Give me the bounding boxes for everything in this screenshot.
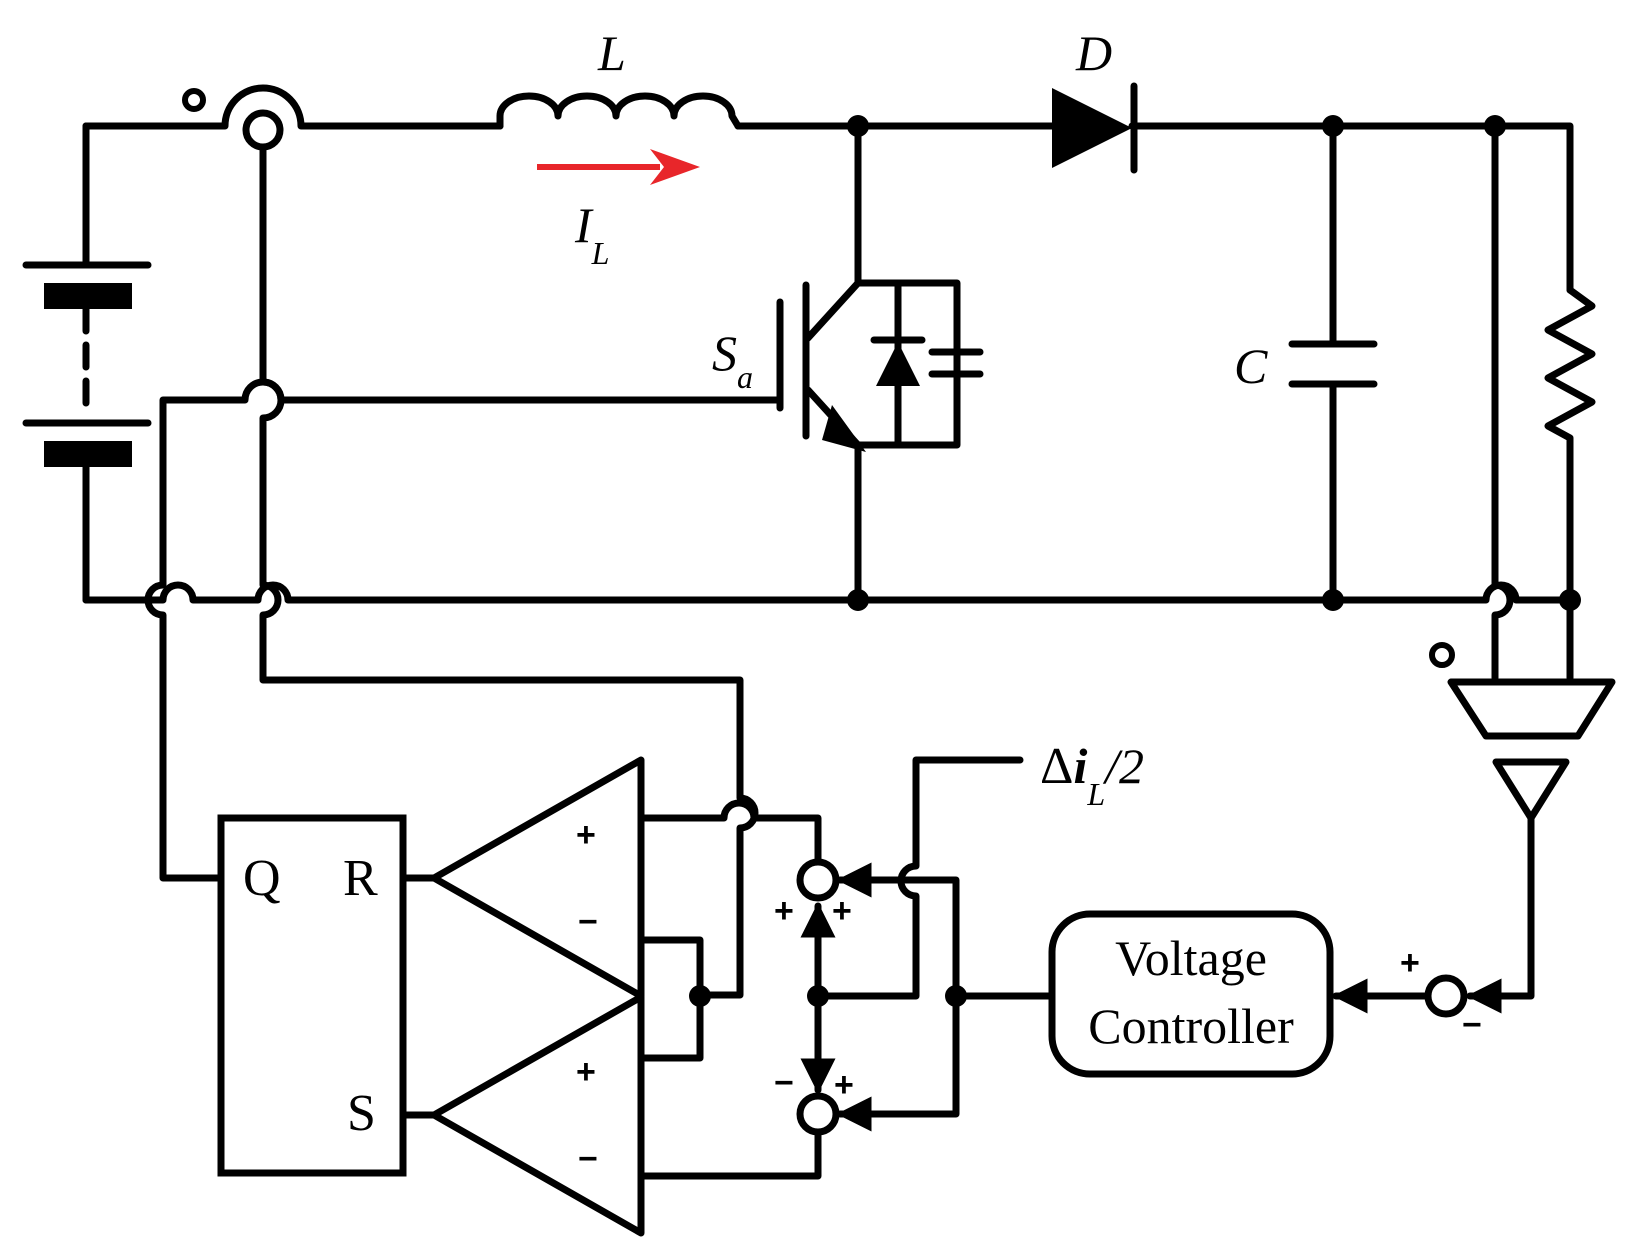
flipflop-q-label: Q	[243, 850, 281, 907]
sum-bottom-plus: +	[834, 1066, 854, 1104]
comparator-top-plus: +	[576, 816, 596, 854]
top-rail-right	[1128, 122, 1574, 294]
sr-flip-flop	[217, 814, 407, 1177]
sum-top-plus-right: +	[832, 892, 852, 930]
delta-il-half-label: ΔiL/2	[1040, 738, 1144, 812]
capacitor-label: C	[1234, 338, 1268, 394]
voltage-controller-block	[1048, 910, 1334, 1078]
controller-line2: Controller	[1088, 998, 1294, 1054]
inductor-coil-icon	[496, 92, 742, 130]
top-rail-left	[82, 84, 504, 130]
voltage-error-junction	[1424, 974, 1468, 1018]
summing-junction-icon	[796, 858, 840, 1136]
control-stage: Q R S + − + − + + − +	[144, 144, 1535, 1237]
battery-stack-icon	[22, 122, 152, 604]
voltage-sense-wire-left	[1491, 122, 1514, 682]
controller-line1: Voltage	[1115, 930, 1267, 986]
comparator-top-minus: −	[578, 903, 598, 941]
voltage-sensor-icon	[1447, 678, 1616, 822]
resistor-icon	[1544, 286, 1596, 604]
diode-icon	[1052, 82, 1138, 174]
current-direction-arrow	[537, 149, 700, 185]
voltage-error-minus: −	[1462, 1006, 1482, 1044]
capacitor-icon	[1288, 122, 1378, 604]
comparator-bottom-minus: −	[578, 1140, 598, 1178]
bottom-rail	[82, 581, 1574, 604]
inductor-current-label: IL	[574, 197, 609, 271]
power-stage: L IL D	[22, 25, 1616, 822]
flipflop-r-label: R	[343, 850, 378, 907]
comparator-bottom-plus: +	[576, 1053, 596, 1091]
switch-label: Sa	[712, 325, 753, 395]
gate-drive-wire	[144, 378, 784, 882]
sum-bottom-minus: −	[774, 1064, 794, 1102]
comparator-icon	[430, 756, 645, 1237]
inductor-label: L	[597, 25, 626, 81]
igbt-switch-icon	[776, 122, 984, 604]
sum-top-plus-left: +	[774, 892, 794, 930]
flipflop-s-label: S	[347, 1085, 376, 1142]
diode-label: D	[1075, 25, 1112, 81]
current-feedback-wire	[259, 144, 759, 999]
voltage-error-plus: +	[1400, 944, 1420, 982]
